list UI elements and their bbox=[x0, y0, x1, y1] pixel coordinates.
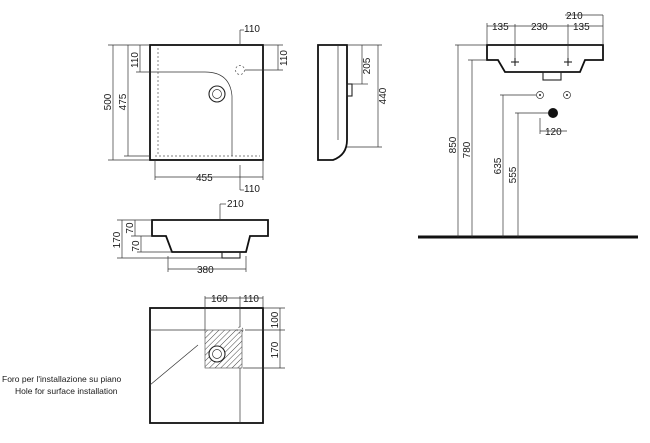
front-view-drain-stub bbox=[221, 251, 241, 259]
top-view: 110 500 475 110 110 455 110 bbox=[103, 24, 290, 195]
tap-hole-icon bbox=[235, 65, 245, 75]
dim-label-vertical: 555 bbox=[508, 166, 519, 183]
dim-label: 210 bbox=[227, 199, 244, 210]
dim-label-vertical: 500 bbox=[103, 93, 114, 110]
dim-label: 210 bbox=[566, 11, 583, 22]
drain-inner-icon bbox=[212, 349, 222, 359]
dim-label: 455 bbox=[196, 173, 213, 184]
front-view-basin-profile bbox=[151, 219, 269, 253]
dim-label: 380 bbox=[197, 265, 214, 276]
dim-label-vertical: 70 bbox=[131, 240, 142, 252]
dim-label: 160 bbox=[211, 294, 228, 305]
install-drain-stub bbox=[542, 71, 562, 81]
dim-label-vertical: 475 bbox=[118, 93, 129, 110]
dim-label: 110 bbox=[243, 294, 259, 305]
dim-label-vertical: 170 bbox=[270, 341, 281, 358]
waste-outlet-icon bbox=[548, 108, 558, 118]
dim-label: 120 bbox=[545, 127, 562, 138]
top-view-bowl-curve bbox=[158, 71, 233, 156]
counter-view: 160 110 100 170 Foro per l'installazione… bbox=[2, 294, 285, 424]
installation-view: 135 230 135 210 850 780 635 555 120 bbox=[418, 11, 638, 239]
side-view-basin-profile bbox=[317, 44, 348, 161]
dim-label-vertical: 850 bbox=[448, 136, 459, 153]
dim-label-vertical: 110 bbox=[130, 52, 141, 68]
cutout-note-en: Hole for surface installation bbox=[15, 386, 118, 396]
dim-label: 110 bbox=[244, 184, 260, 195]
water-supply-dot bbox=[539, 94, 541, 96]
dim-label-vertical: 170 bbox=[112, 231, 123, 248]
cutout-note-it: Foro per l'installazione su piano bbox=[2, 374, 122, 384]
dim-label-vertical: 780 bbox=[462, 141, 473, 158]
counter-basin-outline bbox=[149, 307, 264, 424]
dim-label-vertical: 440 bbox=[378, 87, 389, 104]
dim-label: 230 bbox=[531, 22, 548, 33]
drain-inner-icon bbox=[212, 89, 222, 99]
front-view: 210 170 70 70 380 bbox=[112, 199, 269, 276]
top-view-basin-outline bbox=[149, 44, 264, 161]
side-view: 205 440 bbox=[317, 44, 389, 161]
dim-label-vertical: 70 bbox=[125, 222, 136, 234]
dim-label-vertical: 635 bbox=[493, 157, 504, 174]
side-view-drain-stub bbox=[346, 83, 353, 97]
dim-label: 135 bbox=[573, 22, 590, 33]
install-basin-profile bbox=[486, 44, 604, 73]
dim-label-vertical: 100 bbox=[270, 311, 281, 328]
dim-label: 135 bbox=[492, 22, 509, 33]
dim-label-vertical: 110 bbox=[279, 50, 290, 66]
drain-icon bbox=[208, 85, 226, 103]
leader-line bbox=[149, 344, 199, 386]
dim-label-vertical: 205 bbox=[362, 57, 373, 74]
drain-icon bbox=[208, 345, 226, 363]
water-supply-icon bbox=[536, 91, 544, 99]
dim-label: 110 bbox=[244, 24, 260, 35]
water-supply-icon bbox=[563, 91, 571, 99]
water-supply-dot bbox=[566, 94, 568, 96]
